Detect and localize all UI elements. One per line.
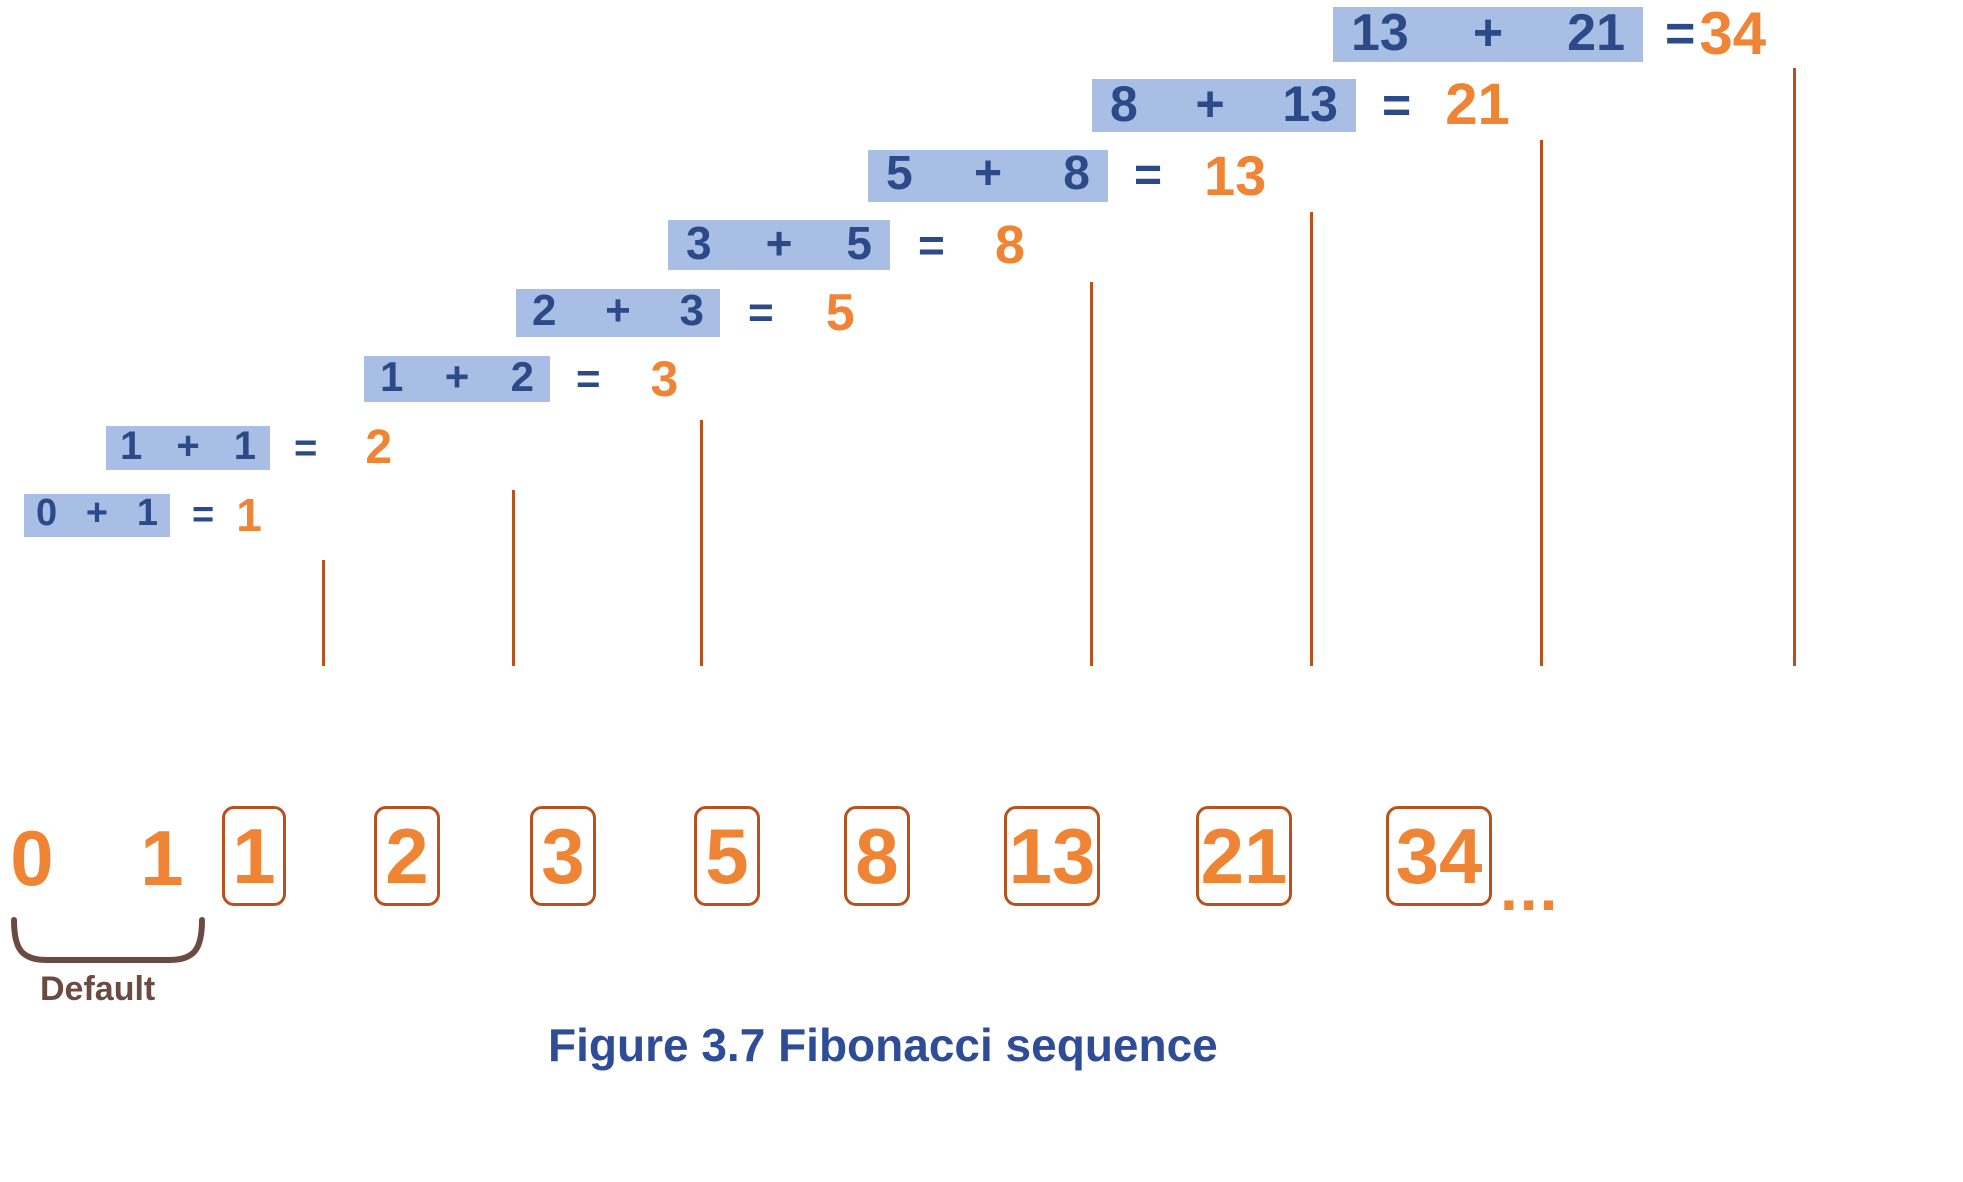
operand-b: 5 [846, 217, 872, 269]
sequence-item-3[interactable]: 3 [530, 806, 596, 906]
sequence-value: 1 [140, 814, 184, 902]
equals-icon: = [1665, 5, 1696, 63]
equation-row-3-plus-5: 3 + 5 = 8 [668, 218, 1025, 272]
sequence-value: 8 [855, 812, 899, 900]
equals-icon: = [1382, 77, 1412, 133]
operand-b: 2 [510, 353, 534, 400]
plus-icon: + [1472, 3, 1504, 62]
sequence-value: 21 [1200, 812, 1288, 900]
operand-a: 1 [380, 353, 404, 400]
operand-a: 5 [886, 147, 913, 200]
equation-result: 5 [825, 284, 855, 342]
sequence-item-5[interactable]: 5 [694, 806, 760, 906]
sequence-item-2[interactable]: 2 [374, 806, 440, 906]
sequence-item-0[interactable]: 0 [0, 810, 72, 906]
operand-a: 2 [532, 286, 557, 335]
equation-result: 13 [1204, 144, 1267, 207]
sequence-item-21[interactable]: 21 [1196, 806, 1292, 906]
connector-line-1 [322, 560, 325, 666]
operand-a: 13 [1351, 3, 1409, 62]
connector-line-2 [512, 490, 515, 666]
equation-row-13-plus-21: 13 + 21 = 34 [1333, 4, 1766, 64]
operand-a: 3 [686, 217, 712, 269]
connector-line-3 [700, 420, 703, 666]
equation-result: 34 [1699, 0, 1767, 67]
sequence-value: 3 [541, 812, 585, 900]
operand-b: 8 [1063, 147, 1090, 200]
equation-row-1-plus-2: 1 + 2 = 3 [364, 354, 678, 404]
plus-icon: + [973, 147, 1003, 200]
equals-icon: = [576, 355, 601, 402]
equals-icon: = [294, 426, 318, 470]
operand-b: 1 [136, 491, 158, 534]
figure-caption: Figure 3.7 Fibonacci sequence [548, 1019, 1218, 1071]
plus-icon: + [176, 424, 200, 468]
equation-operands-highlight: 13 + 21 [1333, 3, 1643, 62]
default-brace-label: Default [40, 970, 156, 1008]
connector-line-21 [1540, 140, 1543, 666]
operand-b: 3 [679, 286, 704, 335]
sequence-value: 34 [1395, 812, 1483, 900]
equals-icon: = [192, 494, 215, 536]
sequence-value: 0 [10, 814, 54, 902]
equation-operands-highlight: 2 + 3 [516, 289, 720, 337]
connector-line-13 [1310, 212, 1313, 666]
equation-operands-highlight: 1 + 2 [364, 356, 550, 402]
equation-result: 21 [1445, 72, 1510, 137]
sequence-item-1[interactable]: 1 [222, 806, 286, 906]
operand-a: 0 [36, 491, 58, 534]
sequence-value: 5 [705, 812, 749, 900]
connector-line-8 [1090, 282, 1093, 666]
sequence-value: 2 [385, 812, 429, 900]
operand-b: 1 [233, 424, 256, 468]
operand-a: 8 [1110, 75, 1138, 132]
equation-operands-highlight: 5 + 8 [868, 150, 1108, 202]
equation-result: 1 [236, 489, 262, 541]
operand-b: 21 [1567, 3, 1625, 62]
equation-result: 3 [650, 351, 679, 407]
equation-row-1-plus-1: 1 + 1 = 2 [106, 424, 392, 472]
equation-operands-highlight: 3 + 5 [668, 220, 890, 270]
plus-icon: + [1195, 75, 1225, 132]
plus-icon: + [605, 286, 631, 335]
operand-a: 1 [120, 424, 143, 468]
sequence-ellipsis: ... [1500, 852, 1560, 924]
connector-line-34 [1793, 68, 1796, 666]
equation-result: 2 [365, 421, 393, 474]
sequence-value: 1 [232, 812, 276, 900]
operand-b: 13 [1282, 75, 1338, 132]
equals-icon: = [748, 288, 774, 337]
equation-row-2-plus-3: 2 + 3 = 5 [516, 287, 855, 339]
plus-icon: + [765, 217, 793, 269]
sequence-item-13[interactable]: 13 [1004, 806, 1100, 906]
sequence-value: 13 [1008, 812, 1096, 900]
sequence-item-1-default[interactable]: 1 [122, 810, 202, 906]
sequence-item-8[interactable]: 8 [844, 806, 910, 906]
equation-row-8-plus-13: 8 + 13 = 21 [1092, 76, 1510, 134]
plus-icon: + [85, 491, 109, 534]
equation-row-5-plus-8: 5 + 8 = 13 [868, 148, 1266, 204]
default-brace [8, 916, 208, 972]
brace-icon [11, 917, 205, 963]
plus-icon: + [444, 353, 470, 400]
equals-icon: = [918, 219, 945, 271]
equation-operands-highlight: 0 + 1 [24, 491, 170, 537]
equation-operands-highlight: 8 + 13 [1092, 75, 1356, 132]
equation-row-0-plus-1: 0 + 1 = 1 [24, 492, 262, 538]
equation-operands-highlight: 1 + 1 [106, 426, 270, 470]
equals-icon: = [1134, 149, 1163, 202]
equation-result: 8 [994, 215, 1025, 275]
sequence-item-34[interactable]: 34 [1386, 806, 1492, 906]
